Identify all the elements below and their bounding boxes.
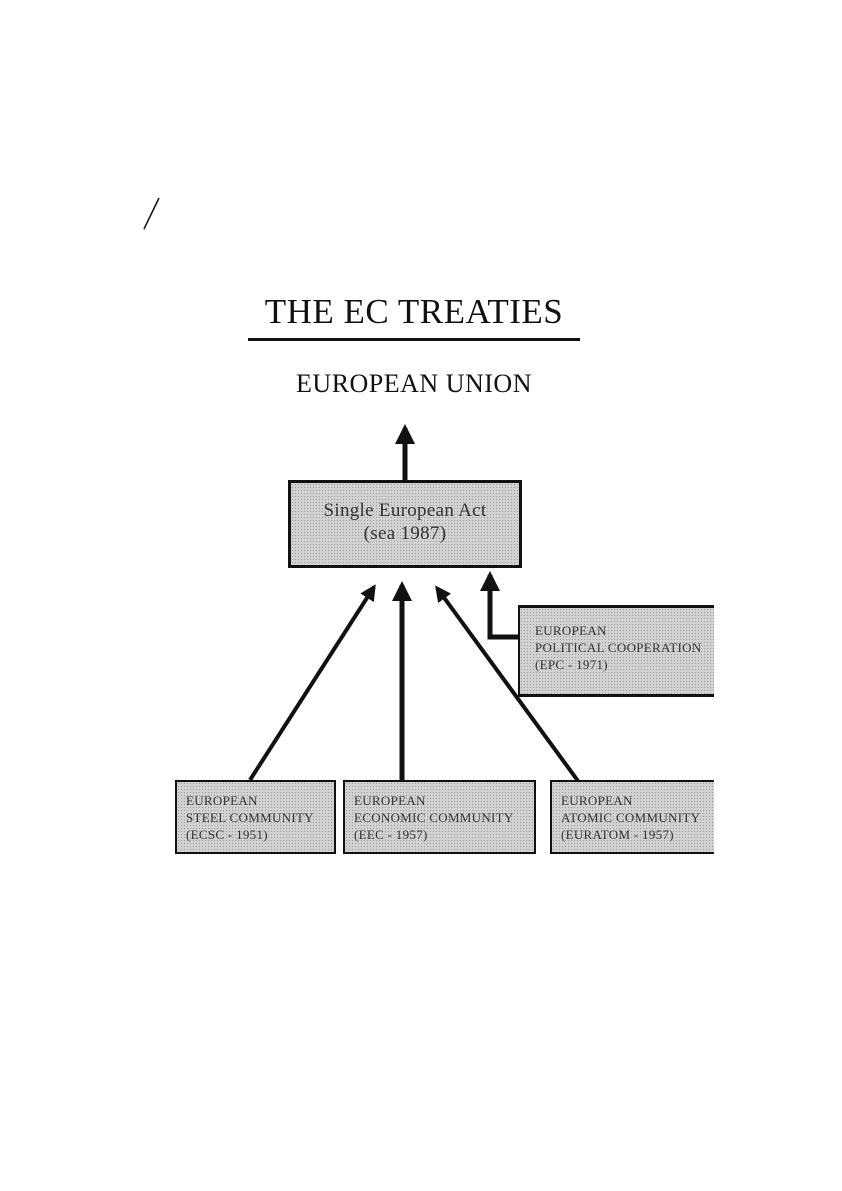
sea-label: Single European Act bbox=[323, 500, 487, 521]
ecsc-box: EUROPEAN STEEL COMMUNITY (ECSC - 1951) bbox=[175, 780, 336, 854]
pen-stroke-mark bbox=[143, 197, 160, 230]
title-underline bbox=[248, 338, 580, 341]
eec-line2: ECONOMIC COMMUNITY bbox=[354, 810, 514, 825]
ecsc-line1: EUROPEAN bbox=[186, 793, 258, 808]
arrow-ecsc-to-sea bbox=[248, 584, 376, 782]
ecsc-line2: STEEL COMMUNITY bbox=[186, 810, 314, 825]
epc-line1: EUROPEAN bbox=[535, 623, 607, 638]
diagram-title: THE EC TREATIES bbox=[264, 292, 564, 331]
eec-line1: EUROPEAN bbox=[354, 793, 426, 808]
european-union-node: EUROPEAN UNION bbox=[296, 369, 532, 398]
eec-line3: (EEC - 1957) bbox=[354, 827, 428, 842]
euratom-line3: (EURATOM - 1957) bbox=[561, 827, 674, 842]
epc-line3: (EPC - 1971) bbox=[535, 657, 608, 672]
epc-line2: POLITICAL COOPERATION bbox=[535, 640, 702, 655]
arrow-euratom-to-sea bbox=[435, 585, 580, 783]
ecsc-line3: (ECSC - 1951) bbox=[186, 827, 268, 842]
euratom-line1: EUROPEAN bbox=[561, 793, 633, 808]
sea-year: (sea 1987) bbox=[363, 523, 447, 544]
euratom-line2: ATOMIC COMMUNITY bbox=[561, 810, 701, 825]
euratom-box: EUROPEAN ATOMIC COMMUNITY (EURATOM - 195… bbox=[550, 780, 714, 854]
epc-box: EUROPEAN POLITICAL COOPERATION (EPC - 19… bbox=[518, 605, 714, 697]
eec-box: EUROPEAN ECONOMIC COMMUNITY (EEC - 1957) bbox=[343, 780, 536, 854]
arrow-epc-to-sea bbox=[480, 571, 519, 640]
single-european-act-box: Single European Act (sea 1987) bbox=[288, 480, 522, 568]
